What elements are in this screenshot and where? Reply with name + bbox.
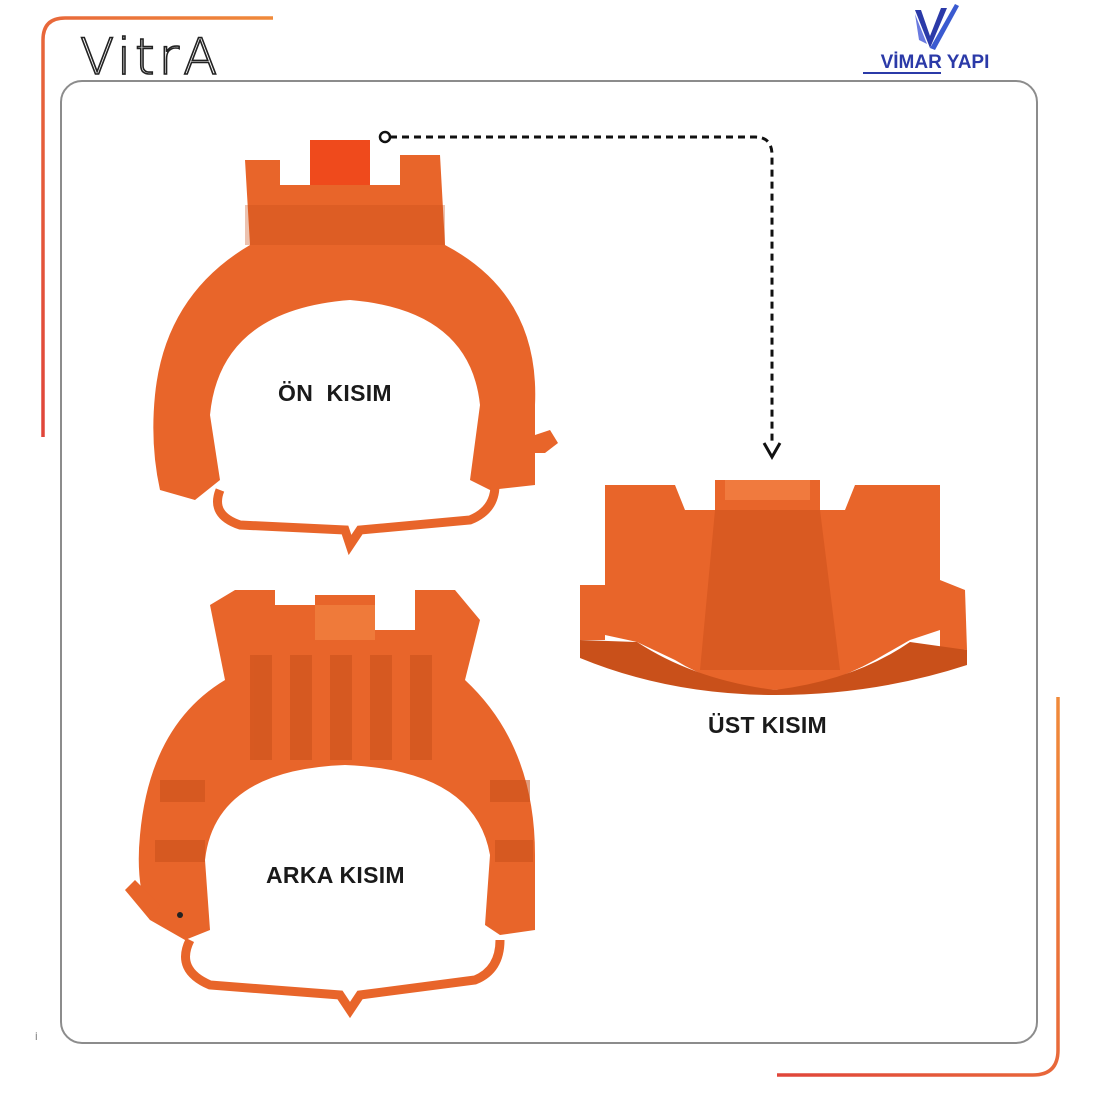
frame-corner-bottom-right <box>777 697 1060 1077</box>
back-part-label: ARKA KISIM <box>266 862 405 888</box>
vimar-logo-mark <box>915 4 959 50</box>
frame-corner-top-left <box>41 16 273 437</box>
front-part-image <box>153 140 558 556</box>
top-part-label: ÜST KISIM <box>708 712 827 738</box>
top-part-image <box>580 480 967 695</box>
vitra-logo-text: VitrA <box>80 28 221 83</box>
back-part-image <box>125 590 535 1019</box>
front-part-label: ÖN KISIM <box>278 380 392 406</box>
vimar-logo-text: VİMAR YAPI <box>881 52 990 73</box>
vimar-logo: VİMAR YAPI <box>863 4 990 74</box>
stray-mark: İ <box>35 1032 38 1042</box>
dashed-arrow-icon <box>378 130 782 461</box>
vitra-logo: VitrA <box>80 28 221 83</box>
